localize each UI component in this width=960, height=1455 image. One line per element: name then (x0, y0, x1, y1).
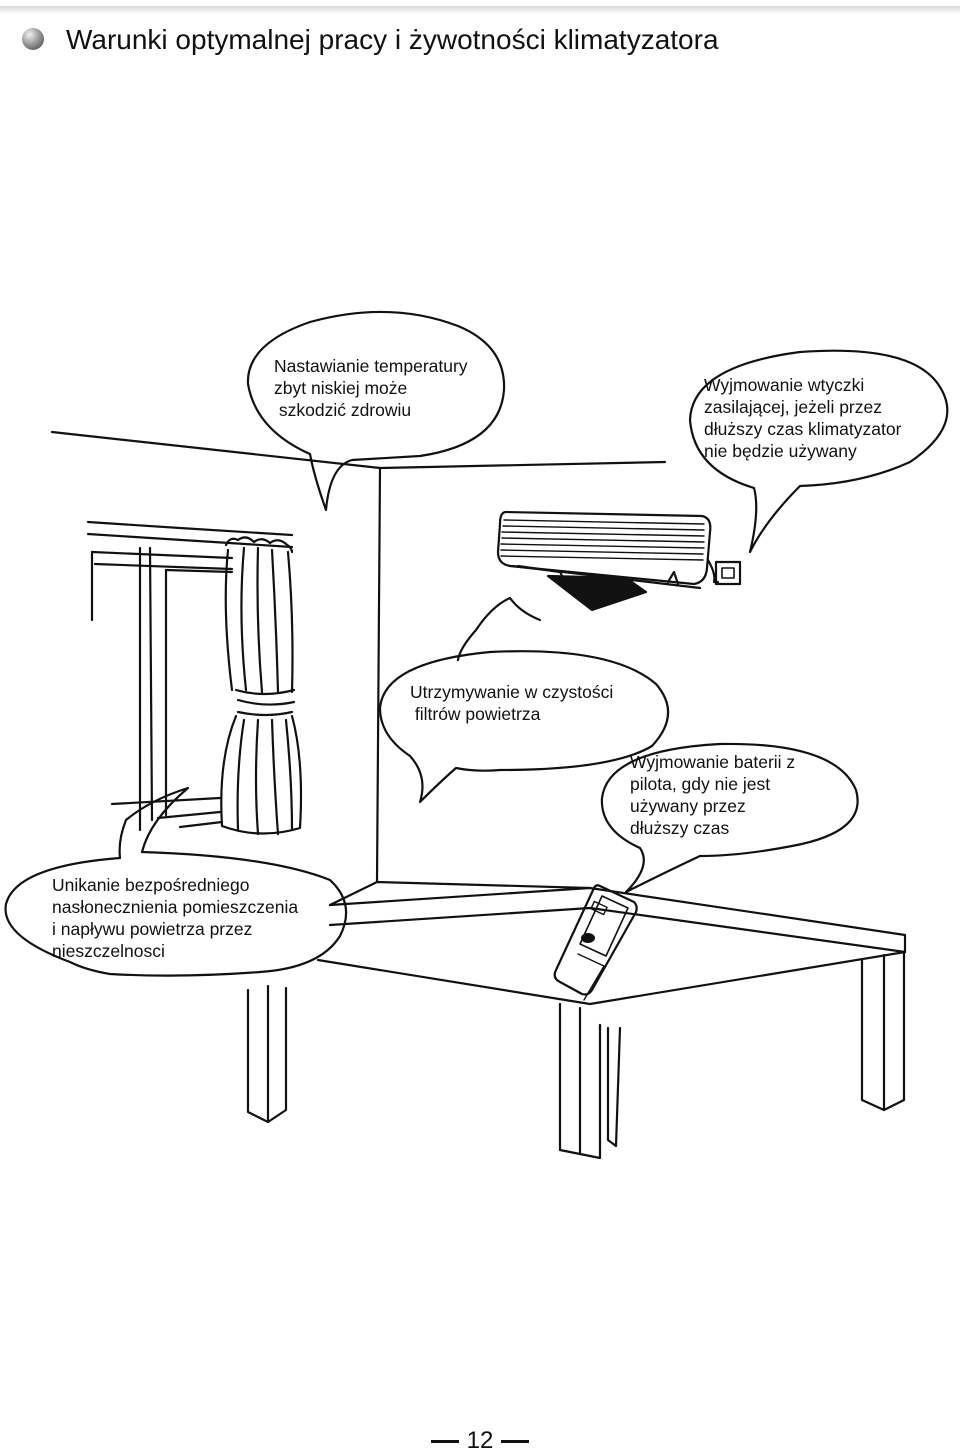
bubble-plug (688, 349, 949, 554)
page-title: Warunki optymalnej pracy i żywotności kl… (66, 24, 719, 55)
callout-line: zbyt niskiej może (274, 378, 408, 398)
callout-plug: Wyjmowanie wtyczki zasilającej, jeżeli p… (704, 374, 901, 462)
page-header: Warunki optymalnej pracy i żywotności kl… (0, 0, 960, 80)
callout-line: Unikanie bezpośredniego (52, 875, 250, 895)
bubble-temperature (246, 310, 506, 512)
callout-line: dłuższy czas klimatyzator (704, 419, 902, 439)
callout-line: szkodzić zdrowiu (274, 400, 412, 420)
page-number-dash (430, 1440, 459, 1444)
callout-temperature: Nastawianie temperatury zbyt niskiej moż… (274, 355, 468, 421)
bubble-filters (378, 596, 670, 804)
page-number: 12 (0, 1427, 960, 1455)
bubble-batteries (600, 742, 859, 894)
page-number-value: 12 (466, 1427, 494, 1454)
callout-line: Nastawianie temperatury (274, 356, 468, 376)
callout-filters: Utrzymywanie w czystości filtrów powietr… (410, 681, 613, 725)
page-number-dash (501, 1440, 530, 1444)
callout-line: Wyjmowanie wtyczki (704, 375, 865, 395)
sphere-bullet-icon (22, 28, 44, 50)
callout-line: i napływu powietrza przez (52, 919, 253, 939)
top-rule (0, 6, 960, 14)
callout-line: dłuższy czas (630, 818, 730, 838)
airflow-arrow-icon (546, 574, 648, 612)
callout-line: Utrzymywanie w czystości (410, 682, 614, 702)
room-walls (50, 430, 667, 907)
callout-batteries: Wyjmowanie baterii z pilota, gdy nie jes… (630, 751, 795, 839)
callout-line: nasłonecznienia pomieszczenia (52, 897, 299, 917)
callout-sunlight: Unikanie bezpośredniego nasłonecznienia … (52, 874, 298, 962)
callout-line: nieszczelnosci (52, 941, 165, 961)
wall-socket-icon (714, 560, 742, 586)
bubble-sunlight (4, 786, 348, 977)
remote-control-icon (553, 884, 638, 1001)
air-conditioner-icon (496, 510, 742, 612)
callout-line: filtrów powietrza (410, 704, 541, 724)
callout-line: Wyjmowanie baterii z (630, 752, 796, 772)
callout-line: nie będzie używany (704, 441, 857, 461)
callout-line: zasilającej, jeżeli przez (704, 397, 882, 417)
curtain (220, 536, 303, 836)
callout-line: pilota, gdy nie jest (630, 774, 771, 794)
callout-line: używany przez (630, 796, 746, 816)
window (86, 520, 294, 832)
table (246, 886, 907, 1160)
